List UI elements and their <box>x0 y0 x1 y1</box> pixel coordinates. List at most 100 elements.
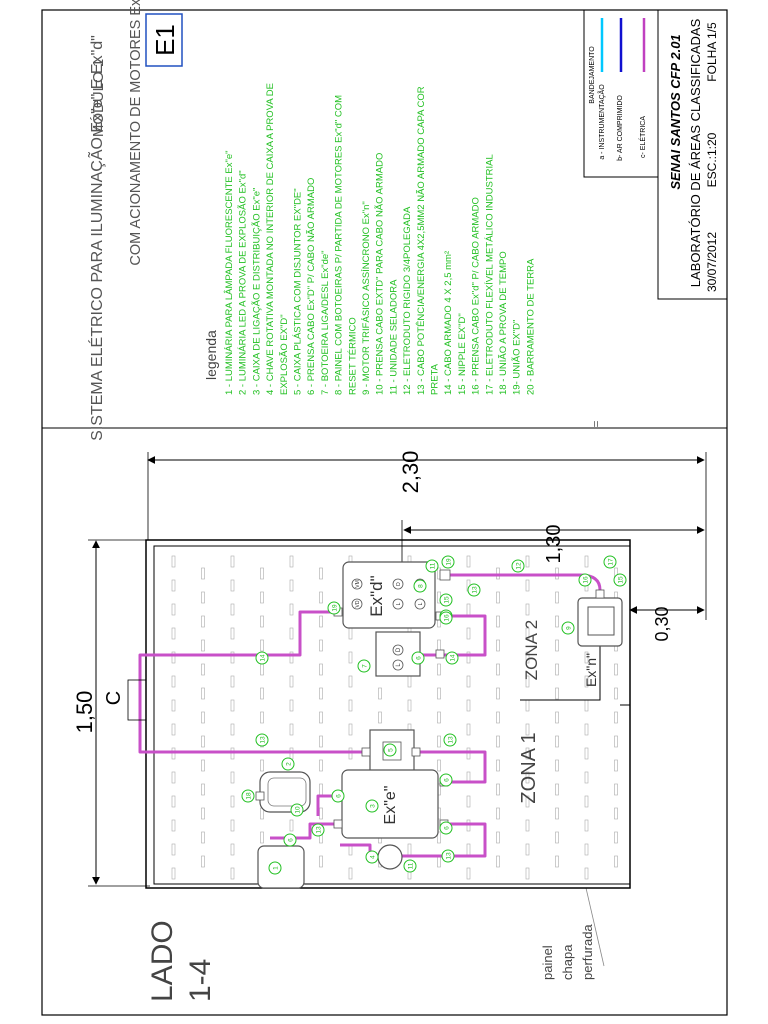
perforation-slot <box>496 783 500 796</box>
perforation-slot <box>230 867 235 880</box>
perforation-slot <box>466 795 471 808</box>
legend-title: legenda <box>203 330 219 380</box>
callout-number: 8 <box>418 584 425 588</box>
perforation-slot <box>437 711 441 724</box>
callout-circle <box>413 579 427 593</box>
perforation-slot <box>201 591 205 604</box>
perforation-slot <box>525 867 530 880</box>
perforation-slot <box>555 711 559 724</box>
legend-item: 5 - CAIXA PLÁSTICA COM DISJUNTOR EX"DE" <box>293 188 304 395</box>
motor-exn: Ex"n" <box>577 597 623 687</box>
callout-circle <box>255 733 269 747</box>
company-block: SENAI SANTOS CFP 2.01 LABORATÓRIO DE ÁRE… <box>657 9 728 300</box>
perforation-slot <box>584 675 589 688</box>
perforation-slot <box>614 735 618 748</box>
perforation-slot <box>496 663 500 676</box>
title-line-2: COM ACIONAMENTO DE MOTORES Ex"n" <box>128 0 144 266</box>
legend-item: 10 - PRENSA CABO EXTD" PARA CABO NÃO ARM… <box>375 153 386 395</box>
sheet-border <box>41 9 728 1016</box>
exd-label: Ex"d" <box>367 575 386 616</box>
side-label-number: 1-4 <box>184 959 217 1002</box>
perforation-slot <box>584 843 589 856</box>
perforation-slot <box>496 735 500 748</box>
perforation-slot <box>496 831 500 844</box>
key-item-instrumentacao: a - INSTRUMENTAÇÃO <box>597 84 606 160</box>
perforation-slot <box>230 555 235 568</box>
panel-label: painel chapa perfurada <box>540 887 605 980</box>
callout-circle <box>603 555 617 569</box>
perforation-slot <box>437 735 441 748</box>
perforation-slot <box>378 711 382 724</box>
perforation-slot <box>260 663 264 676</box>
legend-item: 15 - NIPPLE EX"D" <box>457 313 468 395</box>
callout-circle <box>290 803 304 817</box>
key-item-eletrica: c- ELÉTRICA <box>638 116 647 158</box>
dim-offset-label: 0,30 <box>652 606 672 641</box>
callout-number: 5 <box>388 748 395 752</box>
gland <box>595 589 605 599</box>
callout-number: 13 <box>260 736 267 744</box>
cable-run-j <box>340 843 372 856</box>
callouts: 1234566666678910111112131313131414151516… <box>241 555 627 875</box>
legend-item: 9 - MOTOR TRIFÁSICO ASSÍNCRONO Ex"n" <box>361 201 372 395</box>
callout-circle <box>268 861 282 875</box>
exd-button-d <box>392 578 404 590</box>
perforation-slot <box>171 675 176 688</box>
callout-number: 14 <box>450 654 457 662</box>
legend-item: 16 - PRENSA CABO Ex"d" P/ CABO ARMADO <box>471 197 482 395</box>
perforation-slot <box>260 615 264 628</box>
perforation-slot <box>584 771 589 784</box>
callout-number: 13 <box>448 736 455 744</box>
perforation-slot <box>348 675 353 688</box>
legend-item: 4 - CHAVE ROTATIVA MONTADA NO INTERIOR D… <box>265 83 276 395</box>
perforation-slot <box>525 651 530 664</box>
side-label-lado: LADO <box>146 920 179 1002</box>
legend-item: 12 - ELETRODUTO RIGIDO 3/4POLEGADA <box>402 206 413 395</box>
perforation-slot <box>319 759 323 772</box>
perforation-slot <box>319 687 323 700</box>
perforation-slot <box>496 759 500 772</box>
callout-number: 15 <box>618 576 625 584</box>
perforation-slot <box>555 687 559 700</box>
callout-circle <box>365 850 379 864</box>
exe-label: Ex"e" <box>382 786 399 825</box>
perforation-slot <box>437 759 441 772</box>
perforation-slot <box>525 555 530 568</box>
botoeira-button-l-text: L <box>396 663 402 667</box>
exd-button-l <box>392 598 404 610</box>
callout-number: 11 <box>430 562 437 569</box>
panel-label-line3: perfurada <box>580 924 595 980</box>
legend-item: EXPLOSÃO EX"D" <box>279 314 290 395</box>
side-label: LADO 1-4 <box>146 920 217 1002</box>
perforation-slot <box>555 615 559 628</box>
callout-number: 18 <box>246 792 253 800</box>
gland <box>333 819 343 829</box>
callout-circle <box>411 651 425 665</box>
callout-circle <box>445 651 459 665</box>
perforation-slot <box>525 723 530 736</box>
perforation-slot <box>171 843 176 856</box>
callout-circle <box>383 743 397 757</box>
perforation-slot <box>319 855 323 868</box>
code-box <box>145 13 183 67</box>
key-box: BANDEJAMENTO a - INSTRUMENTAÇÃO b- AR CO… <box>583 9 659 178</box>
perforation-slot <box>348 867 353 880</box>
perforation-slot <box>555 639 559 652</box>
perforation-slot <box>614 831 618 844</box>
perforation-slot <box>171 795 176 808</box>
perforation-slot <box>230 675 235 688</box>
legend-item: 14 - CABO ARMADO 4 X 2,5 mm² <box>443 251 454 395</box>
perforation-slot <box>230 771 235 784</box>
dim-partial-label: 1,30 <box>543 525 565 564</box>
callout-circle <box>439 821 453 835</box>
perforation-slot <box>525 795 530 808</box>
callout-circle <box>255 651 269 665</box>
led-luminaire-guard <box>267 777 307 807</box>
perforation-slot <box>466 723 471 736</box>
callout-number: 12 <box>516 562 523 570</box>
exe-box-frame <box>341 769 439 839</box>
callout-number: 13 <box>446 852 453 860</box>
callout-circle <box>441 555 455 569</box>
tick-mark: = <box>589 420 603 427</box>
